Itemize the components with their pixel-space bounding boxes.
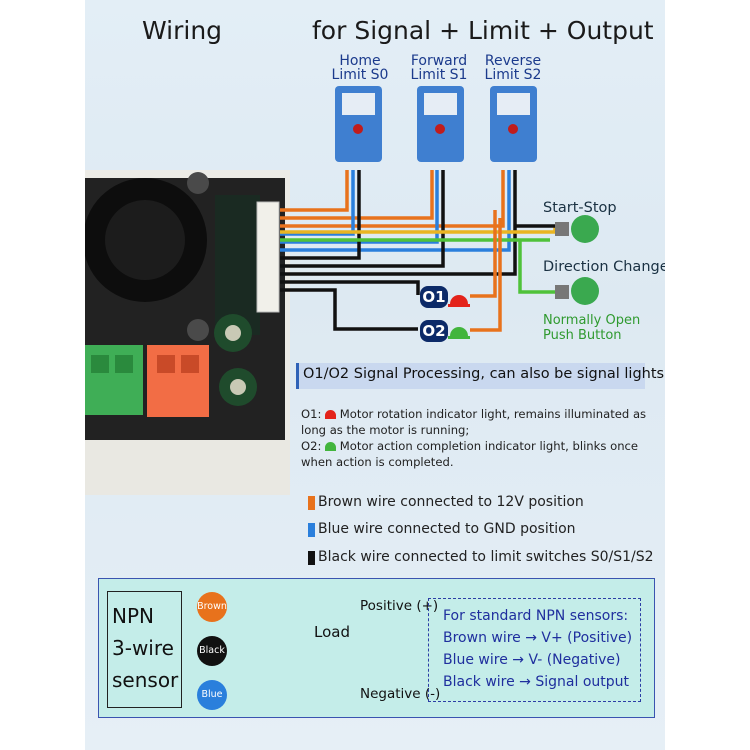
black-terminal: Black [197,636,227,666]
sensor-label-home: Home Limit S0 [331,53,389,83]
direction-change-label: Direction Change [543,259,665,275]
note-o2: O2: Motor action completion indicator li… [301,439,639,469]
brown-terminal: Brown [197,592,227,622]
npn-sensor-box: NPN 3-wire sensor [107,591,182,708]
diagram-page: Wiring for Signal + Limit + Output Home … [85,0,665,750]
output-o2-badge: O2 [420,320,448,342]
legend-brown: Brown wire connected to 12V position [318,494,584,510]
limit-sensors [335,86,537,162]
push-button-caption: Normally Open Push Button [543,313,641,343]
black-swatch [308,551,315,565]
page-title-left: Wiring [142,16,223,45]
start-stop-label: Start-Stop [543,200,617,216]
load-label: Load [314,623,350,641]
output-o1-badge: O1 [420,286,448,308]
section-title: O1/O2 Signal Processing, can also be sig… [303,366,665,382]
blue-swatch [308,523,315,537]
push-buttons [555,215,599,305]
blue-terminal: Blue [197,680,227,710]
page-title-right: for Signal + Limit + Output [312,16,654,45]
green-lamp-icon [325,442,337,451]
controller-board [85,170,290,495]
wiring-illustration [85,86,599,701]
indicator-lamps [448,295,470,339]
note-o1: O1: Motor rotation indicator light, rema… [301,407,647,437]
positive-label: Positive (+) [360,598,439,614]
npn-panel [98,578,655,718]
legend-black: Black wire connected to limit switches S… [318,549,654,565]
sensor-label-reverse: Reverse Limit S2 [484,53,542,83]
sensor-label-forward: Forward Limit S1 [410,53,468,83]
section-bar [296,363,645,389]
wire-bundle [280,170,557,332]
red-lamp-icon [325,410,337,419]
npn-info-box: For standard NPN sensors: Brown wire → V… [428,598,641,702]
brown-swatch [308,496,315,510]
negative-label: Negative (-) [360,686,441,702]
legend-blue: Blue wire connected to GND position [318,521,576,537]
